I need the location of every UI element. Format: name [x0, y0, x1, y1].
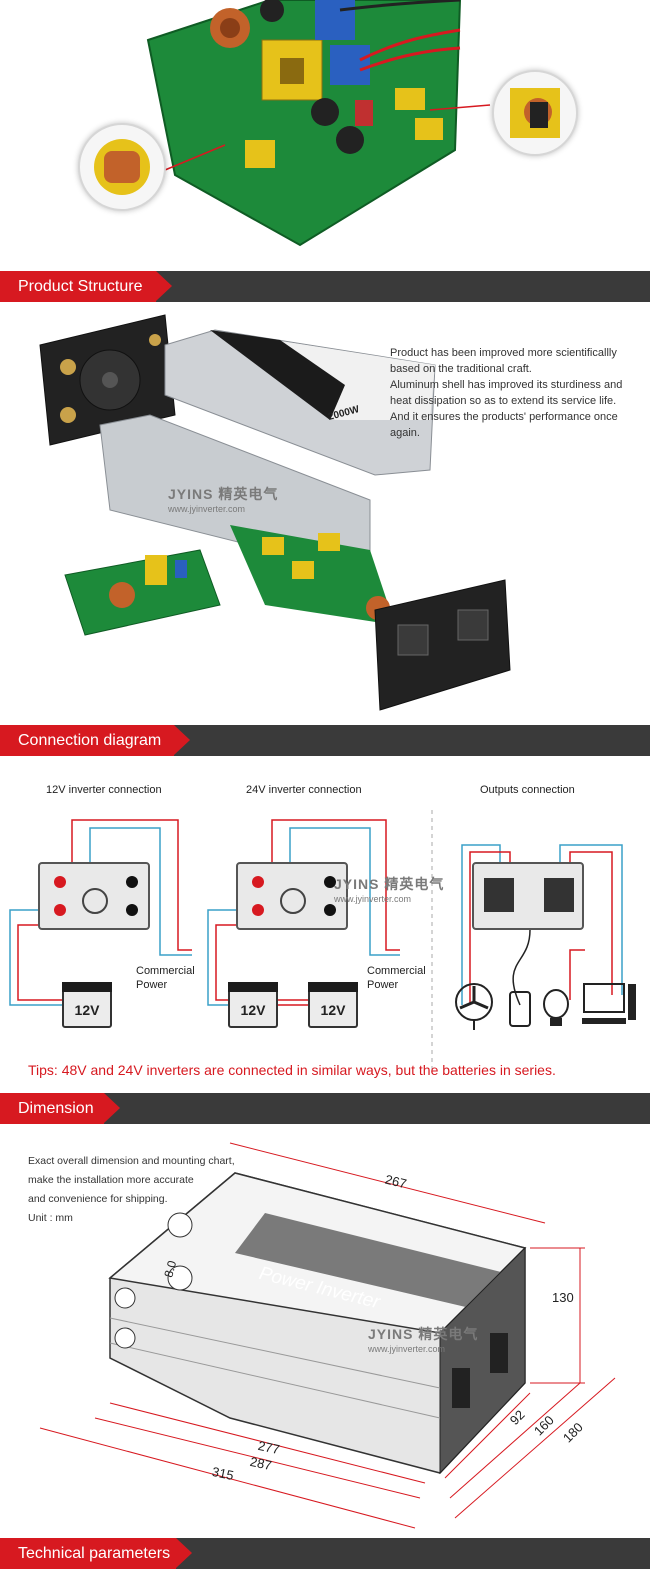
label-24v-connection: 24V inverter connection — [246, 784, 362, 796]
structure-desc-line: again. — [390, 427, 420, 439]
socket-icon — [484, 878, 514, 912]
commercial-power-label-24v: Commercial Power — [367, 964, 426, 992]
fan-device-icon — [455, 983, 493, 1030]
inverter-24v — [236, 862, 348, 930]
output-devices — [455, 983, 636, 1030]
label-12v-connection: 12V inverter connection — [46, 784, 162, 796]
inverter-12v — [38, 862, 150, 930]
dimension-desc-line: make the installation more accurate — [28, 1174, 194, 1186]
terminal-negative — [324, 904, 336, 916]
fan-icon — [280, 888, 306, 914]
battery-voltage: 12V — [240, 1002, 266, 1018]
battery-voltage: 12V — [320, 1002, 346, 1018]
watermark-dimension: JYINS 精英电气 www.jyinverter.com — [368, 1324, 478, 1354]
bulb-icon — [543, 989, 569, 1026]
transformer-detail-inset — [492, 70, 578, 156]
watermark-structure: JYINS 精英电气 www.jyinverter.com — [168, 484, 278, 514]
watermark-url: www.jyinverter.com — [168, 504, 246, 514]
watermark-brand: JYINS 精英电气 — [368, 1326, 479, 1342]
section-title-dimension: Dimension — [0, 1093, 120, 1124]
section-banner-structure: Product Structure — [0, 271, 650, 302]
section-banner-technical: Technical parameters — [0, 1538, 650, 1569]
structure-desc-line: Aluminum shell has improved its sturdine… — [390, 379, 623, 391]
coil-detail-inset — [78, 123, 166, 211]
watermark-connection: JYINS 精英电气 www.jyinverter.com — [334, 874, 444, 904]
structure-desc-line: heat dissipation so as to extend its ser… — [390, 395, 617, 407]
commercial-power-label-12v: Commercial Power — [136, 964, 195, 992]
terminal-negative — [126, 876, 138, 888]
section-banner-connection: Connection diagram — [0, 725, 650, 756]
fan-icon — [82, 888, 108, 914]
dimension-desc-line: Unit : mm — [28, 1212, 73, 1224]
socket-icon — [544, 878, 574, 912]
inverter-outputs — [472, 862, 584, 930]
connection-tip: Tips: 48V and 24V inverters are connecte… — [28, 1062, 556, 1078]
dimension-desc-line: Exact overall dimension and mounting cha… — [28, 1155, 235, 1167]
computer-icon — [582, 983, 636, 1024]
commercial-power-line: Commercial — [367, 965, 426, 977]
dimension-illustration — [39, 1142, 616, 1529]
terminal-positive — [252, 876, 264, 888]
dim-height: 130 — [552, 1290, 574, 1305]
connection-wiring — [9, 810, 623, 1070]
structure-description: Product has been improved more scientifi… — [390, 345, 640, 441]
terminal-positive — [54, 904, 66, 916]
terminal-negative — [126, 904, 138, 916]
battery-12v: 12V — [62, 982, 112, 1028]
watermark-brand: JYINS 精英电气 — [168, 486, 279, 502]
watermark-brand: JYINS 精英电气 — [334, 876, 445, 892]
structure-desc-line: And it ensures the products' performance… — [390, 411, 618, 423]
watermark-url: www.jyinverter.com — [334, 894, 412, 904]
dimension-description: Exact overall dimension and mounting cha… — [28, 1152, 268, 1228]
pcb-hero — [0, 0, 650, 268]
commercial-power-line: Commercial — [136, 965, 195, 977]
structure-desc-line: Product has been improved more scientifi… — [390, 347, 617, 359]
pcb-illustration — [146, 0, 491, 247]
terminal-positive — [252, 904, 264, 916]
terminal-positive — [54, 876, 66, 888]
dimension-drawing: Exact overall dimension and mounting cha… — [0, 1128, 650, 1532]
battery-24v-1: 12V — [228, 982, 278, 1028]
section-title-technical: Technical parameters — [0, 1538, 192, 1569]
section-banner-dimension: Dimension — [0, 1093, 650, 1124]
commercial-power-line: Power — [367, 979, 399, 991]
connection-diagram: 12V inverter connection 24V inverter con… — [0, 760, 650, 1090]
battery-24v-2: 12V — [308, 982, 358, 1028]
exploded-inverter-illustration — [39, 314, 511, 711]
dimension-desc-line: and convenience for shipping. — [28, 1193, 168, 1205]
section-title-connection: Connection diagram — [0, 725, 190, 756]
exploded-view: 2000W JYINS 精英电气 www.jyinverter.com Prod… — [0, 305, 650, 720]
section-title-structure: Product Structure — [0, 271, 172, 302]
terminal-negative — [324, 876, 336, 888]
watermark-url: www.jyinverter.com — [368, 1344, 446, 1354]
phone-icon — [509, 991, 531, 1027]
commercial-power-line: Power — [136, 979, 168, 991]
label-outputs-connection: Outputs connection — [480, 784, 575, 796]
structure-desc-line: based on the traditional craft. — [390, 363, 532, 375]
battery-voltage: 12V — [74, 1002, 100, 1018]
